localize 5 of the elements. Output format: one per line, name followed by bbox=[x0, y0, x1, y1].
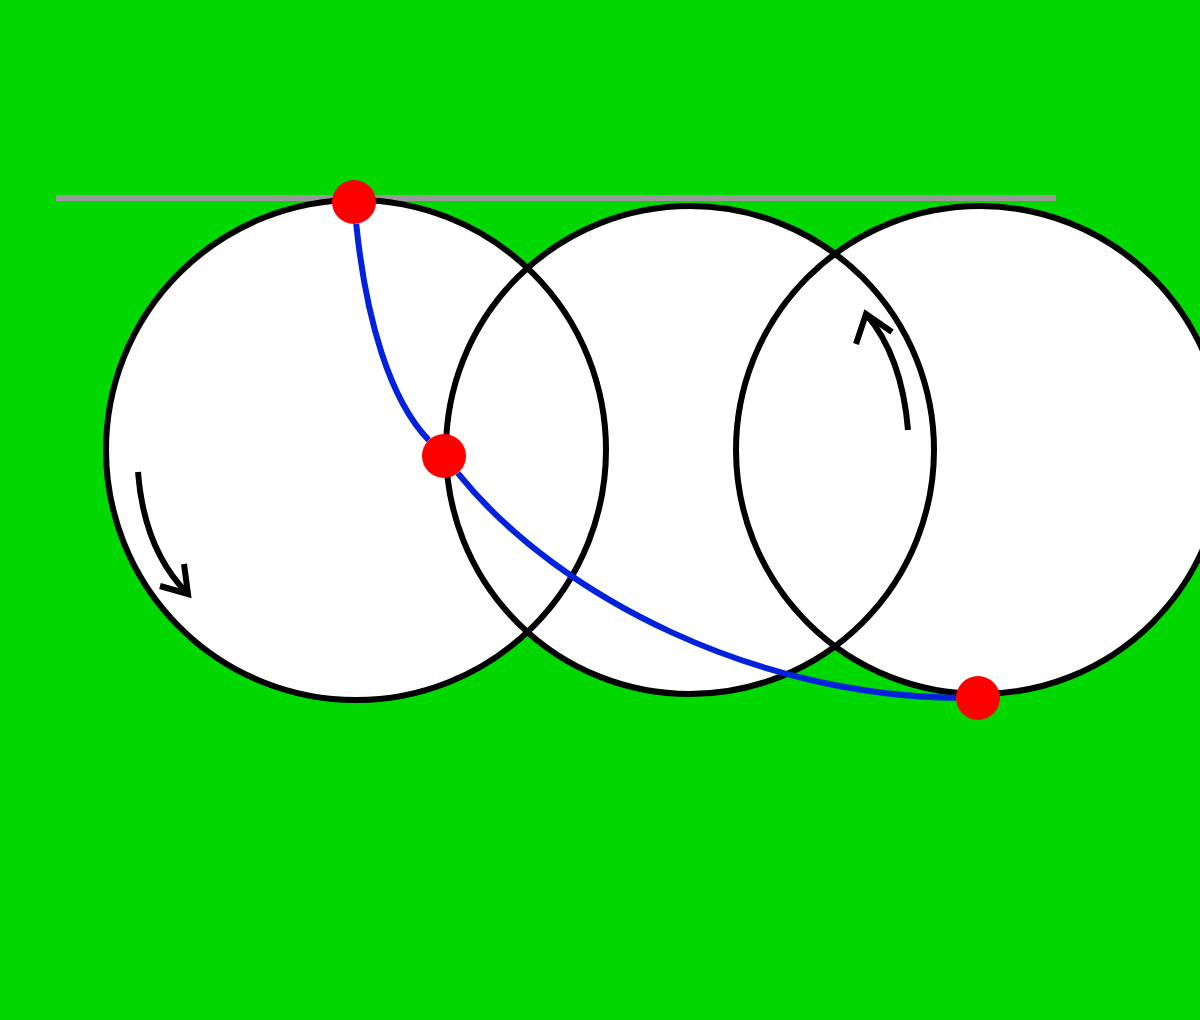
point-marker bbox=[956, 676, 1000, 720]
trajectory-curve bbox=[353, 223, 431, 443]
point-marker bbox=[332, 180, 376, 224]
trajectory-curve bbox=[455, 471, 957, 701]
point-marker bbox=[422, 434, 466, 478]
